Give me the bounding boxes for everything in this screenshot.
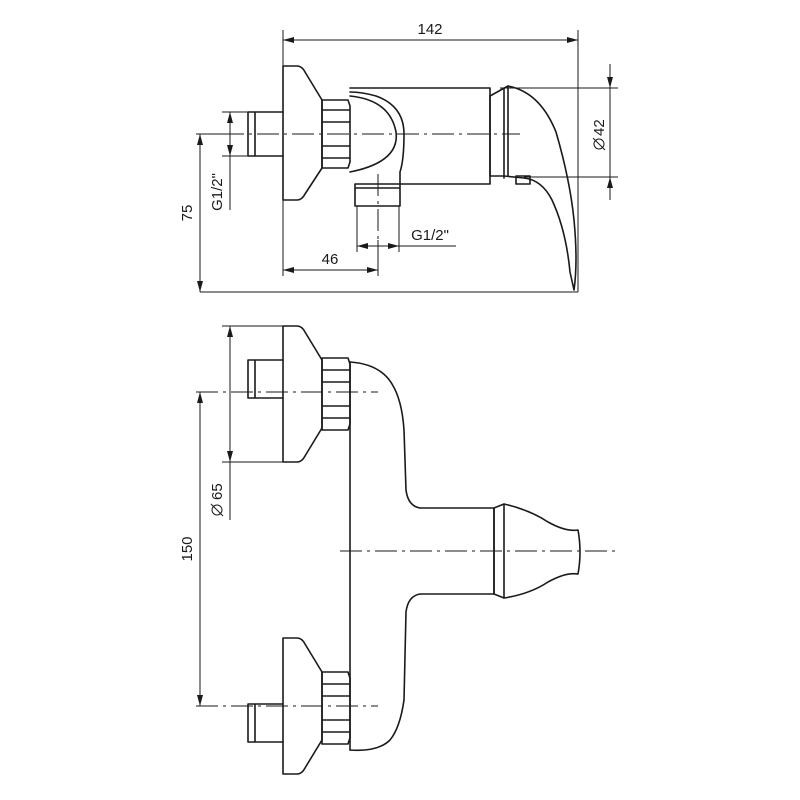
side-view: 142 42 G1/2"	[179, 21, 618, 293]
front-valve-body	[349, 361, 495, 752]
dim-outlet-thread-label: G1/2"	[411, 227, 449, 244]
dim-outlet-offset: 46	[282, 200, 379, 276]
dim-flange-diameter-label: 65	[209, 483, 226, 500]
dim-outlet-offset-label: 46	[322, 251, 339, 268]
dim-handle-diameter: 42	[500, 64, 618, 200]
dim-inlet-spacing-label: 150	[179, 536, 196, 561]
dim-outlet-thread: G1/2"	[356, 206, 456, 252]
front-lever-handle	[493, 503, 581, 599]
dim-inlet-thread-label: G1/2"	[209, 173, 226, 211]
dim-inlet-spacing: 150	[179, 392, 203, 706]
front-bottom-hex-nut	[321, 671, 351, 745]
dim-overall-length: 142	[282, 21, 579, 292]
dim-height: 75	[179, 133, 222, 292]
front-top-inlet-pipe	[247, 359, 284, 399]
side-valve-body	[349, 87, 491, 185]
side-body-dome	[349, 95, 398, 173]
front-top-hex-nut	[321, 357, 351, 431]
side-inlet-pipe	[247, 111, 284, 157]
side-handle-ring	[503, 85, 509, 179]
dim-overall-length-label: 142	[417, 21, 442, 38]
side-handle-tab	[515, 175, 531, 185]
front-bottom-inlet-pipe	[247, 703, 284, 743]
dim-height-label: 75	[179, 205, 196, 222]
side-wall-flange	[282, 65, 323, 201]
side-lever-handle	[489, 85, 577, 291]
front-top-flange	[282, 325, 323, 463]
dim-inlet-thread: G1/2"	[209, 111, 248, 211]
dim-handle-diameter-label: 42	[591, 119, 608, 136]
front-view: 65 150	[179, 325, 620, 775]
dim-flange-diameter: 65	[209, 325, 283, 520]
side-hex-nut	[321, 99, 351, 169]
